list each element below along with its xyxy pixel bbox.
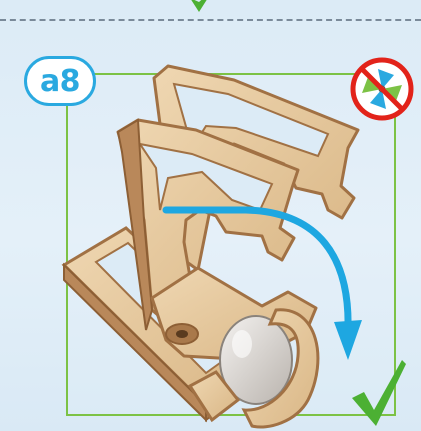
- no-pinwheel-icon: [348, 55, 416, 123]
- bottom-checkmark-icon: [348, 358, 410, 426]
- step-label: a8: [40, 64, 80, 99]
- step-badge: a8: [24, 56, 96, 106]
- section-divider: [0, 19, 421, 21]
- top-checkmark-icon: [186, 0, 216, 16]
